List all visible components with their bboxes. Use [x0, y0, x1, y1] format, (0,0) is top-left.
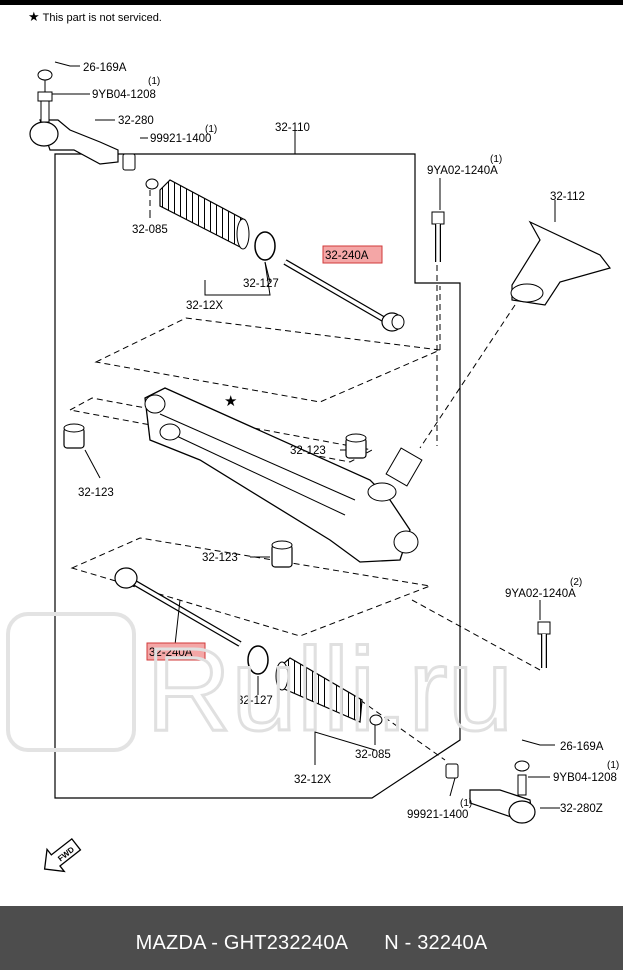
label-9YB04-bottom: 9YB04-1208 — [553, 772, 617, 784]
label-9YA02-top: 9YA02-1240A — [427, 165, 498, 177]
label-99921-top: 99921-1400 — [150, 133, 211, 145]
qty-9YA02-bottom: (2) — [570, 577, 582, 588]
inner-tie-rod-lower — [114, 567, 242, 647]
inner-tie-rod-upper — [283, 259, 405, 332]
dashed-leader-lower-boot — [359, 699, 446, 761]
bushing-left — [63, 423, 85, 449]
footer-ref: N - 32240A — [384, 932, 488, 954]
label-32-280Z: 32-280Z — [560, 803, 603, 815]
dashed-leader-112 — [419, 304, 516, 449]
label-32-112: 32-112 — [550, 191, 585, 203]
boot-upper — [145, 178, 276, 261]
label-32-280: 32-280 — [118, 115, 154, 127]
label-32-240A-top: 32-240A — [325, 250, 369, 262]
highlight-32-240A-bottom — [146, 642, 206, 661]
pinion-cover-32-112 — [510, 220, 612, 306]
label-32-127-top: 32-127 — [243, 278, 279, 290]
label-26-169A-top: 26-169A — [83, 62, 127, 74]
star-icon: ★ — [28, 9, 40, 24]
label-9YA02-bottom: 9YA02-1240A — [505, 588, 576, 600]
fwd-arrow-icon: FWD — [43, 837, 82, 873]
label-26-169A-bottom: 26-169A — [560, 741, 604, 753]
label-99921-bottom: 99921-1400 — [407, 809, 468, 821]
service-note: ★This part is not serviced. — [28, 9, 162, 25]
dashed-zone-top — [94, 317, 442, 403]
label-32-085-top: 32-085 — [132, 224, 168, 236]
qty-9YB04-bottom: (1) — [607, 760, 619, 771]
top-border — [0, 0, 623, 5]
qty-9YA02-top: (1) — [490, 154, 502, 165]
qty-99921-bottom: (1) — [460, 798, 472, 809]
footer-text: MAZDA - GHT232240A N - 32240A — [0, 932, 623, 955]
label-32-12X-bottom: 32-12X — [294, 774, 331, 786]
assembly-bracket-32-110 — [54, 153, 461, 799]
service-note-text: This part is not serviced. — [42, 12, 162, 24]
label-32-085-bottom: 32-085 — [355, 749, 391, 761]
qty-99921-top: (1) — [205, 124, 217, 135]
bushing-right — [345, 433, 367, 459]
star-marker: ★ — [224, 393, 237, 410]
highlight-32-240A-top — [322, 245, 383, 264]
footer-bar: MAZDA - GHT232240A N - 32240A — [0, 906, 623, 970]
label-32-110: 32-110 — [275, 122, 310, 134]
bushing-mid — [271, 540, 293, 568]
bolt-bottom — [537, 621, 551, 668]
label-32-127-bottom: 32-127 — [237, 695, 273, 707]
label-32-12X-top: 32-12X — [186, 300, 223, 312]
footer-part-info: MAZDA - GHT232240A — [135, 932, 349, 954]
bolt-top — [431, 211, 445, 262]
tie-rod-end-right — [445, 760, 536, 824]
label-32-123-left: 32-123 — [78, 487, 114, 499]
label-32-123-mid: 32-123 — [202, 552, 238, 564]
label-32-123-right: 32-123 — [290, 445, 326, 457]
tie-rod-end-left — [29, 69, 136, 171]
dashed-leader-bottom-bolt — [411, 599, 541, 671]
leader-lines — [52, 61, 560, 809]
rack-housing — [144, 387, 423, 563]
boot-lower — [247, 645, 383, 726]
parts-diagram: 26-169A (1) 9YB04-1208 32-280 (1) 99921-… — [29, 61, 619, 873]
label-32-240A-bottom: 32-240A — [149, 647, 193, 659]
label-9YB04-top: 9YB04-1208 — [92, 89, 156, 101]
qty-9YB04-top: (1) — [148, 76, 160, 87]
